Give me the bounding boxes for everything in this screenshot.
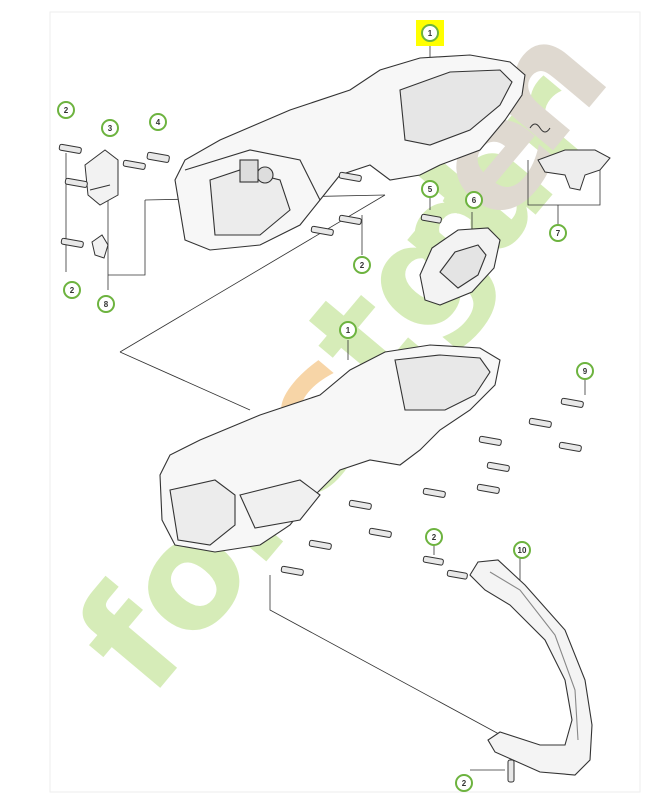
callout-ring: [97, 295, 115, 313]
callout-c9: 9: [576, 362, 594, 380]
callout-number: 5: [428, 185, 433, 194]
callout-number: 2: [360, 261, 365, 270]
callout-c1-top: 1: [416, 20, 444, 46]
upper-handle-housing: [174, 54, 526, 251]
callout-ring: [576, 362, 594, 380]
callout-ring: [465, 191, 483, 209]
callout-c2-e: 2: [455, 774, 473, 792]
callout-c1-mid: 1: [339, 321, 357, 339]
callout-ring: [101, 119, 119, 137]
lower-handle-housing: [159, 344, 501, 553]
callout-ring: [421, 180, 439, 198]
callout-ring: [455, 774, 473, 792]
callout-c5: 5: [421, 180, 439, 198]
callout-c2-c: 2: [63, 281, 81, 299]
front-handle-part-10: [469, 559, 593, 776]
screws-upper-left: [58, 143, 362, 248]
callout-number: 4: [156, 118, 161, 127]
callout-ring: [353, 256, 371, 274]
callout-layer: 1 2 3 4 2 8 2 5 6 7 1 9 2 10 2: [57, 20, 594, 792]
callout-number: 2: [462, 779, 467, 788]
callout-ring: [63, 281, 81, 299]
callout-c2-b: 2: [353, 256, 371, 274]
callout-c4: 4: [149, 113, 167, 131]
callout-c2-a: 2: [57, 101, 75, 119]
callout-c2-d: 2: [425, 528, 443, 546]
callout-ring: [339, 321, 357, 339]
screw-part-5: [420, 213, 442, 224]
callout-number: 2: [70, 286, 75, 295]
cover-part-6: [419, 227, 501, 306]
callout-ring: [421, 24, 439, 42]
callout-ring: [425, 528, 443, 546]
screws-lower-right: [280, 397, 584, 576]
callout-number: 2: [432, 533, 437, 542]
callout-c6: 6: [465, 191, 483, 209]
callout-ring: [513, 541, 531, 559]
callout-number: 9: [583, 367, 588, 376]
callout-number: 10: [518, 546, 527, 555]
callout-number: 8: [104, 300, 109, 309]
callout-number: 6: [472, 196, 477, 205]
callout-c7: 7: [549, 224, 567, 242]
callout-number: 7: [556, 229, 561, 238]
callout-number: 1: [346, 326, 351, 335]
diagram-frame: [49, 11, 641, 793]
callout-c8: 8: [97, 295, 115, 313]
callout-number: 1: [428, 29, 433, 38]
callout-number: 2: [64, 106, 69, 115]
screws-front-handle: [422, 555, 515, 783]
callout-number: 3: [108, 124, 113, 133]
callout-ring: [57, 101, 75, 119]
latch-part-3: [84, 149, 119, 206]
callout-ring: [549, 224, 567, 242]
trigger-part-7: [529, 123, 611, 191]
callout-c3: 3: [101, 119, 119, 137]
callout-c10: 10: [513, 541, 531, 559]
callout-ring: [149, 113, 167, 131]
clip-part-8: [91, 234, 109, 259]
